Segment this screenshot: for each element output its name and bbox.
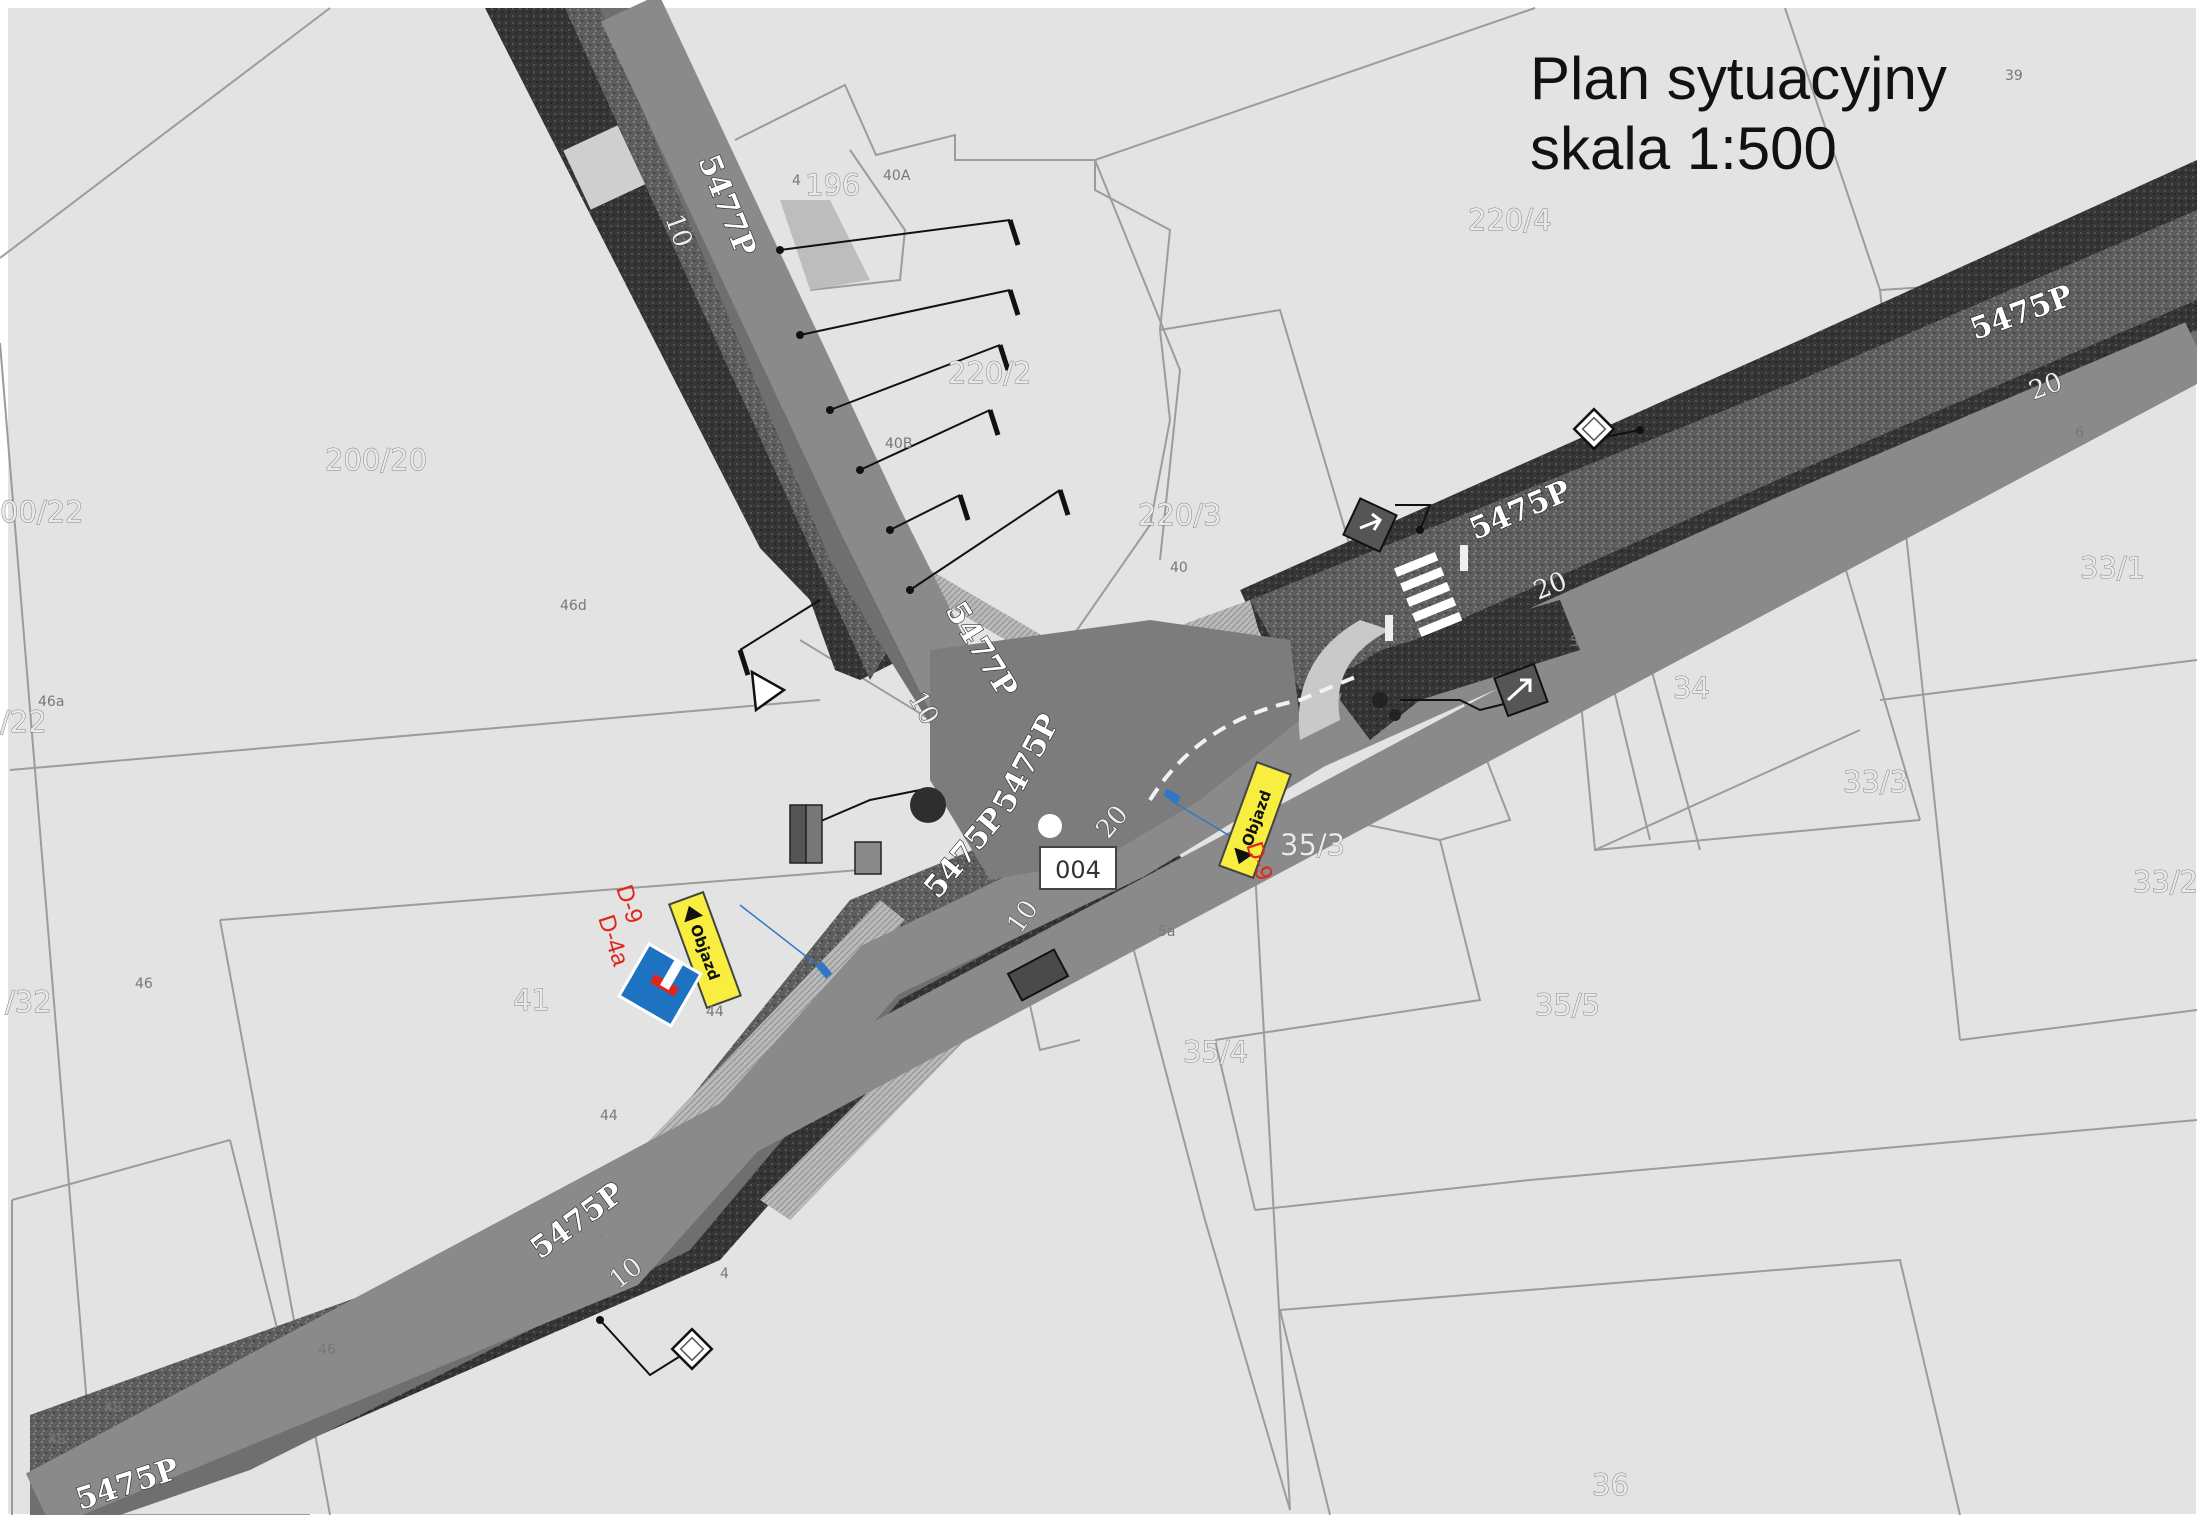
map-title: Plan sytuacyjny skala 1:500 — [1530, 44, 1947, 184]
parcel-label: 220/2 — [948, 356, 1032, 390]
road-network — [25, 0, 2197, 1515]
parcel-label: 220/4 — [1468, 203, 1552, 237]
direction-sign-icon — [1342, 497, 1549, 718]
parcel-label: 33/3 — [1843, 765, 1908, 799]
svg-text:48: 48 — [104, 1400, 122, 1416]
parcel-label: 41 — [513, 983, 550, 1017]
priority-sign-diamond — [670, 407, 1616, 1371]
lighting-poles — [599, 219, 1641, 1377]
svg-text:46d: 46d — [560, 598, 587, 614]
parcel-label: 35/4 — [1183, 1035, 1248, 1069]
parcel-label: 220/3 — [1138, 498, 1222, 532]
svg-text:39: 39 — [2005, 68, 2023, 84]
lane-guide-line — [1148, 673, 1361, 802]
bus-stop-shelter-icon — [789, 804, 882, 875]
parcel-label: /32 — [5, 985, 52, 1019]
svg-text:48: 48 — [48, 1432, 66, 1448]
detour-sign-right: Objazd — [1217, 760, 1293, 880]
parcel-label: 200/20 — [325, 443, 427, 477]
house-numbers: 4 40A 40B 40 46d 46a 46 44 44 4 46 48 48… — [38, 68, 2084, 1448]
svg-text:4: 4 — [720, 1266, 729, 1282]
svg-text:46: 46 — [135, 976, 153, 992]
parcel-label: 35/5 — [1535, 988, 1600, 1022]
svg-text:46a: 46a — [38, 694, 64, 710]
parcel-label: 33/1 — [2080, 551, 2145, 585]
warning-sign-triangle — [750, 669, 787, 713]
parcel-labels: 200/20 220/2 220/3 220/4 196 41 34 35/3 … — [0, 168, 2197, 1503]
svg-text:40: 40 — [1170, 560, 1188, 576]
dead-end-sign-d4a — [616, 941, 704, 1029]
svg-text:5: 5 — [1570, 634, 1579, 650]
pedestrian-crossing — [1385, 545, 1468, 641]
svg-text:4: 4 — [792, 173, 801, 189]
parcel-label: 196 — [805, 168, 860, 202]
svg-text:40A: 40A — [883, 168, 911, 184]
node-point — [1038, 814, 1062, 838]
parcel-label: 35/3 — [1280, 828, 1345, 862]
svg-text:40B: 40B — [885, 436, 912, 452]
map-title-line-1: Plan sytuacyjny — [1530, 45, 1947, 112]
parcel-label: 34 — [1673, 671, 1710, 705]
parcel-label: /22 — [0, 705, 47, 739]
map-scale: skala 1:500 — [1530, 115, 1837, 182]
svg-text:5a: 5a — [1158, 924, 1176, 940]
tree-icon — [910, 787, 946, 823]
roadside-equipment-icon — [1006, 692, 1401, 1002]
node-label: 004 — [1055, 856, 1101, 884]
parcel-label: 00/22 — [0, 495, 84, 529]
svg-text:44: 44 — [600, 1108, 618, 1124]
parcel-label: 33/2 — [2133, 865, 2197, 899]
parcel-label: 36 — [1592, 1468, 1629, 1502]
svg-text:44: 44 — [706, 1004, 724, 1020]
svg-text:46: 46 — [318, 1342, 336, 1358]
node-label-box — [1039, 846, 1117, 890]
svg-text:6: 6 — [2075, 425, 2084, 441]
